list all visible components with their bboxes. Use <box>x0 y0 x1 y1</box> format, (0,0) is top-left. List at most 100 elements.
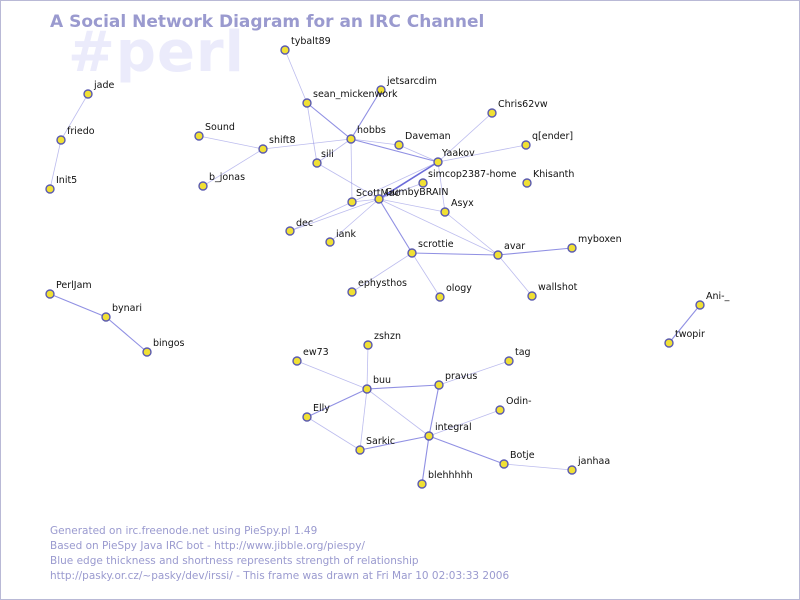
node-shift8: shift8 <box>258 135 296 154</box>
node-dot <box>567 243 577 253</box>
node-Elly: Elly <box>302 403 330 422</box>
node-dot <box>493 250 503 260</box>
node-ology: ology <box>435 283 472 302</box>
node-dot <box>499 459 509 469</box>
edge-Odin_-integral <box>428 409 501 437</box>
node-simcop2387: simcop2387-home <box>418 169 517 188</box>
node-dot <box>312 158 322 168</box>
node-dot <box>45 184 55 194</box>
node-dot <box>302 412 312 422</box>
node-label: blehhhhh <box>428 470 473 481</box>
edge-hobbs-Yaakov <box>350 138 439 163</box>
node-label: scrottie <box>418 239 454 250</box>
edge-pravus-integral <box>428 384 440 437</box>
edge-tag-pravus <box>438 360 510 386</box>
node-dot <box>695 300 705 310</box>
node-label: Chris62vw <box>498 99 548 110</box>
node-label: bynari <box>112 303 142 314</box>
node-dot <box>495 405 505 415</box>
node-ScottMac: ScottMac <box>347 188 400 207</box>
node-dot <box>362 384 372 394</box>
node-jade: jade <box>83 80 114 99</box>
edge-GumbyBRAIN-avar <box>378 198 499 256</box>
node-label: ephysthos <box>358 278 407 289</box>
edge-buu-pravus <box>366 384 440 390</box>
edge-q_ender-Yaakov <box>437 144 527 163</box>
node-label: zshzn <box>374 331 401 342</box>
edge-buu-integral <box>366 388 430 437</box>
node-dot <box>302 98 312 108</box>
node-avar: avar <box>493 241 525 260</box>
node-dot <box>374 194 384 204</box>
node-dot <box>325 237 335 247</box>
node-Ani_: Ani-_ <box>695 291 730 310</box>
node-dot <box>522 178 532 188</box>
edge-shift8-hobbs <box>262 138 352 150</box>
node-label: jetsarcdim <box>386 76 437 87</box>
node-label: integral <box>435 422 472 433</box>
node-integral: integral <box>424 422 472 441</box>
node-dot <box>280 45 290 55</box>
edge-jade-friedo <box>60 93 89 141</box>
node-janhaa: janhaa <box>567 456 610 475</box>
node-hobbs: hobbs <box>346 125 386 144</box>
node-dot <box>394 140 404 150</box>
edge-tybalt89-sean_mickenwork <box>284 49 308 104</box>
node-dot <box>504 356 514 366</box>
edge-Sarkic-integral <box>359 435 430 451</box>
node-dot <box>434 380 444 390</box>
edge-Asyx-avar <box>444 211 499 256</box>
node-dot <box>433 157 443 167</box>
node-friedo: friedo <box>56 126 95 145</box>
node-label: Init5 <box>56 175 77 186</box>
node-b_jonas: b_jonas <box>198 172 245 191</box>
node-Sarkic: Sarkic <box>355 436 395 455</box>
edge-Yaakov-ScottMac <box>351 161 439 203</box>
edge-GumbyBRAIN-simcop2387 <box>378 182 424 200</box>
node-label: Daveman <box>405 131 451 142</box>
edge-integral-blehhhhh <box>421 435 430 485</box>
node-label: simcop2387-home <box>428 169 517 180</box>
node-ew73: ew73 <box>292 347 329 366</box>
node-label: b_jonas <box>209 172 245 183</box>
node-label: iank <box>336 229 356 240</box>
node-label: Ani-_ <box>706 291 730 302</box>
footer-line-generated: Generated on irc.freenode.net using PieS… <box>50 525 318 537</box>
node-dot <box>198 181 208 191</box>
node-label: dec <box>296 218 313 229</box>
node-label: ew73 <box>303 347 329 358</box>
node-Daveman: Daveman <box>394 131 451 150</box>
node-dot <box>285 226 295 236</box>
node-tybalt89: tybalt89 <box>280 36 331 55</box>
node-label: bingos <box>153 338 185 349</box>
footer-line-based-on: Based on PieSpy Java IRC bot - http://ww… <box>50 540 365 552</box>
node-label: Botje <box>510 450 535 461</box>
node-label: Yaakov <box>441 148 475 159</box>
node-dot <box>45 289 55 299</box>
edge-friedo-Init5 <box>49 139 62 190</box>
edge-layer <box>49 49 701 485</box>
node-dot <box>258 144 268 154</box>
edge-hobbs-Daveman <box>350 138 400 146</box>
node-dot <box>440 207 450 217</box>
node-dot <box>527 291 537 301</box>
edge-integral-Botje <box>428 435 505 465</box>
node-dec: dec <box>285 218 313 236</box>
node-bynari: bynari <box>101 303 142 322</box>
node-jetsarcdim: jetsarcdim <box>376 76 437 95</box>
node-wallshot: wallshot <box>527 282 578 301</box>
edge-Botje-janhaa <box>503 463 573 471</box>
node-label: GumbyBRAIN <box>385 187 448 198</box>
edge-PerlJam-bynari <box>49 293 107 318</box>
node-dot <box>407 248 417 258</box>
node-blehhhhh: blehhhhh <box>417 470 473 489</box>
node-dot <box>418 178 428 188</box>
node-Yaakov: Yaakov <box>433 148 475 167</box>
node-label: Khisanth <box>533 169 574 180</box>
node-buu: buu <box>362 375 391 394</box>
node-Khisanth: Khisanth <box>522 169 574 188</box>
node-PerlJam: PerlJam <box>45 280 92 299</box>
edge-avar-wallshot <box>497 254 533 297</box>
edge-buu-Sarkic <box>359 388 368 451</box>
